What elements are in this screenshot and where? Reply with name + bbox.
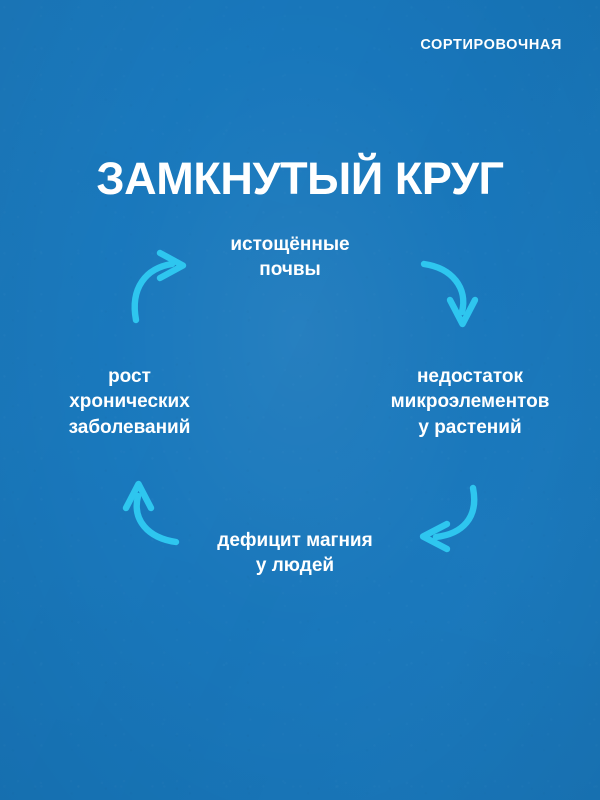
cycle-node-soil: истощённые почвы [230, 234, 350, 281]
cycle-node-humans: дефицит магния у людей [217, 530, 373, 577]
brand-label: СОРТИРОВОЧНАЯ [420, 37, 562, 53]
arrow-soil-to-plants-icon [420, 260, 479, 328]
arrow-humans-to-disease-icon [122, 480, 180, 546]
page-title: ЗАМКНУТЫЙ КРУГ [96, 153, 504, 205]
cycle-node-disease: рост хронических заболеваний [68, 366, 191, 438]
cycle-node-plants: недостаток микроэлементов у растений [390, 366, 550, 438]
arrow-disease-to-soil-icon [131, 249, 187, 324]
arrow-plants-to-humans-icon [419, 484, 478, 553]
